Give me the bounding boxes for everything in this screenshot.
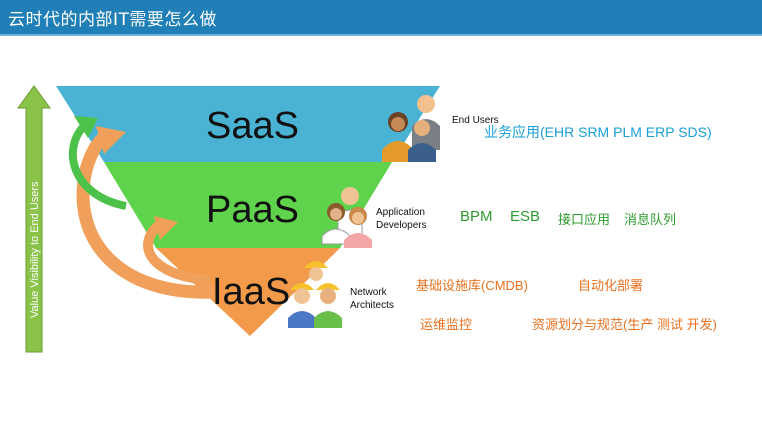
value-axis-arrow: Value Visibility to End Users [17,85,51,353]
paas-item-esb: ESB [510,208,541,225]
end-users-icon [382,95,440,162]
saas-layer [56,86,440,162]
paas-layer [104,162,392,248]
saas-description: 业务应用(EHR SRM PLM ERP SDS) [484,124,712,140]
iaas-label: IaaS [212,271,290,313]
architects-icon [288,261,342,328]
saas-label: SaaS [206,105,299,147]
paas-item-interface: 接口应用 [558,212,611,227]
page-title: 云时代的内部IT需要怎么做 [8,10,217,30]
title-bar: 云时代的内部IT需要怎么做 [0,0,762,36]
app-developers-label: Application Developers [376,207,427,231]
iaas-layer [156,248,340,336]
orange-curved-arrow-small [143,216,211,285]
developers-icon [321,187,372,248]
green-curved-arrow [68,116,127,210]
paas-item-mq: 消息队列 [624,212,677,227]
iaas-item-cmdb: 基础设施库(CMDB) [416,278,528,293]
network-architects-label: Network Architects [350,287,394,311]
iaas-item-monitoring: 运维监控 [420,317,473,332]
iaas-item-automation: 自动化部署 [578,278,644,293]
iaas-item-resources: 资源划分与规范(生产 测试 开发) [532,317,717,332]
paas-label: PaaS [206,189,299,231]
value-axis-label: Value Visibility to End Users [29,181,41,318]
end-users-label: End Users [452,115,499,126]
paas-item-bpm: BPM [460,208,493,225]
orange-curved-arrow-large [76,126,215,299]
